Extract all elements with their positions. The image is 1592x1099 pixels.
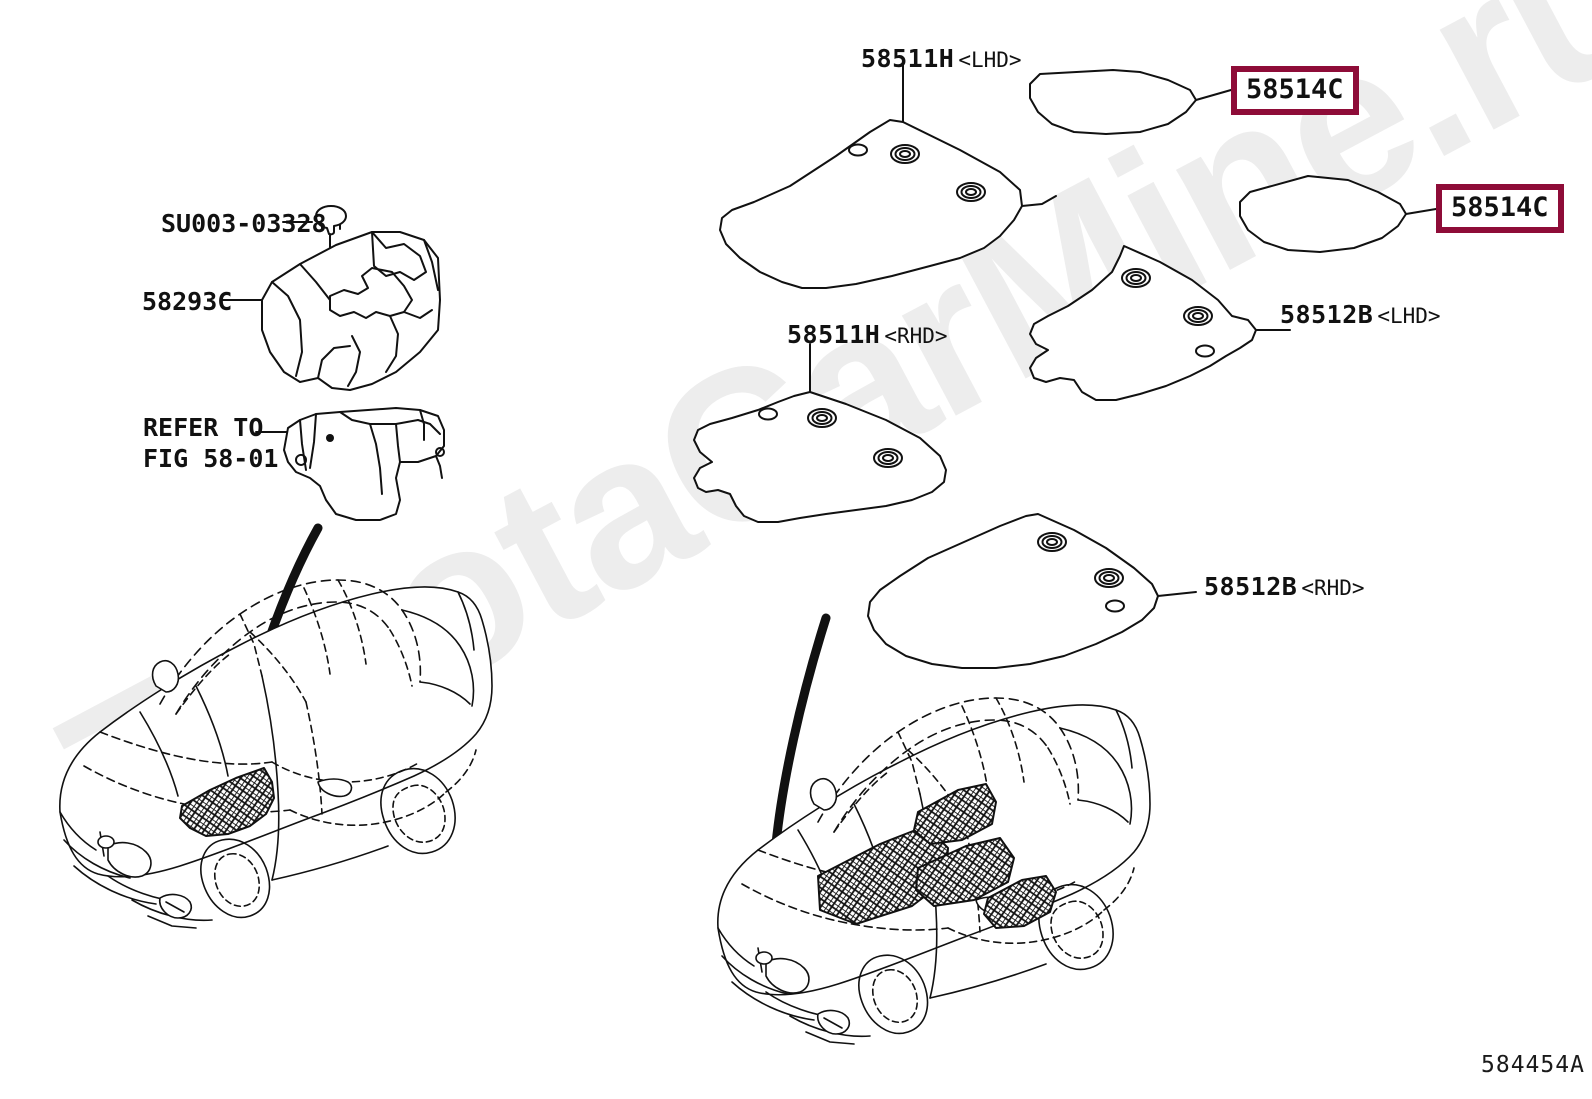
floor-insulator-patches-right [817, 783, 1057, 929]
mat-58511h-rhd [693, 343, 947, 523]
label-58512b-rhd[interactable]: 58512B<RHD> [1204, 572, 1365, 601]
label-58511h-lhd[interactable]: 58511H<LHD> [861, 44, 1022, 73]
label-58512b-lhd-hand: <LHD> [1377, 304, 1441, 328]
pad-58514c-top [1029, 69, 1239, 135]
mat-58512b-lhd [1029, 245, 1291, 401]
car-illustration-right [717, 697, 1151, 1045]
label-58511h-lhd-code: 58511H [861, 44, 955, 73]
refer-line-2: FIG 58-01 [143, 444, 279, 473]
mat-58511h-lhd [719, 59, 1057, 289]
label-58511h-rhd[interactable]: 58511H<RHD> [787, 320, 948, 349]
floor-insulator-patch-left [179, 767, 275, 837]
label-refer-to: REFER TO FIG 58-01 [143, 412, 278, 474]
pad-58514c-bottom [1239, 175, 1443, 253]
console-part-58293c [221, 231, 441, 391]
label-58512b-rhd-code: 58512B [1204, 572, 1298, 601]
label-58293c[interactable]: 58293C [142, 287, 233, 316]
label-58511h-rhd-hand: <RHD> [884, 324, 948, 348]
figure-id: 584454A [1481, 1052, 1585, 1078]
label-58511h-lhd-hand: <LHD> [958, 48, 1022, 72]
label-su003-03328[interactable]: SU003-03328 [161, 209, 327, 238]
label-58514c-bottom-highlighted[interactable]: 58514C [1436, 184, 1564, 233]
mat-58512b-rhd [867, 513, 1197, 669]
label-58511h-rhd-code: 58511H [787, 320, 881, 349]
label-58512b-lhd-code: 58512B [1280, 300, 1374, 329]
clip-part-su003-03328 [282, 205, 347, 319]
refer-part-fig-58-01 [255, 407, 445, 521]
refer-line-1: REFER TO [143, 413, 264, 442]
car-illustration-left [59, 579, 493, 929]
label-58514c-top-highlighted[interactable]: 58514C [1231, 66, 1359, 115]
label-58512b-rhd-hand: <RHD> [1301, 576, 1365, 600]
label-58512b-lhd[interactable]: 58512B<LHD> [1280, 300, 1441, 329]
